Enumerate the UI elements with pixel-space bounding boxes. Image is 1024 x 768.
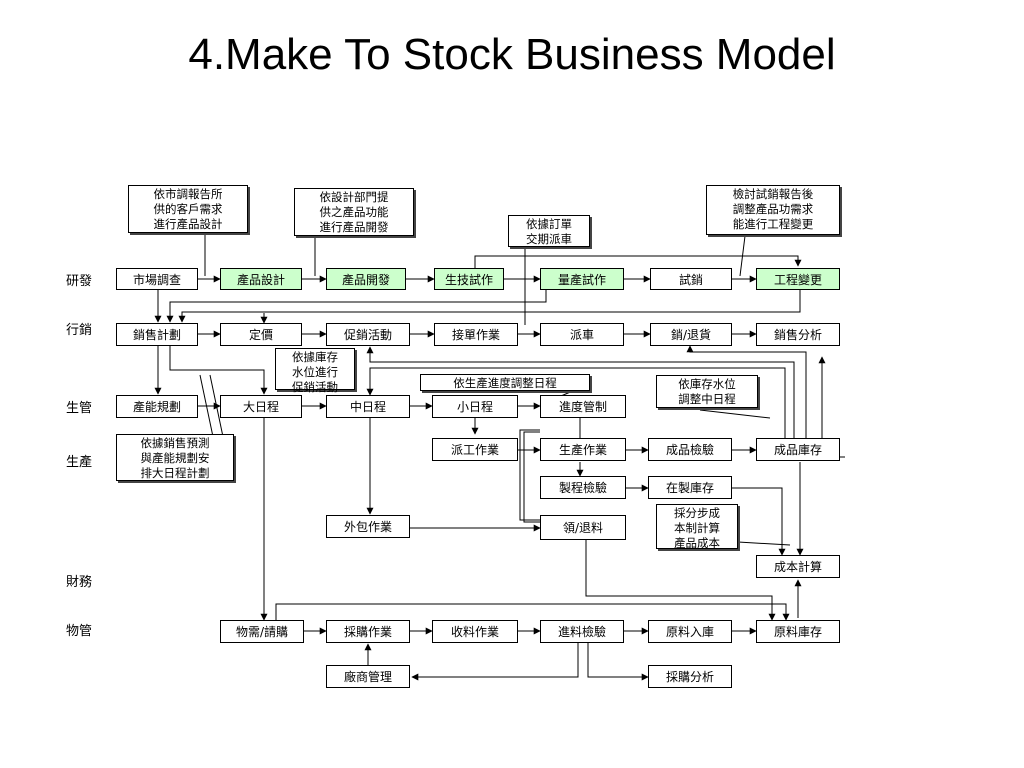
box-trial-sales: 試銷 <box>650 268 732 290</box>
box-mid-schedule: 中日程 <box>326 395 410 418</box>
box-sales-plan: 銷售計劃 <box>116 323 198 346</box>
box-order-taking: 接單作業 <box>434 323 518 346</box>
lane-materials: 物管 <box>66 624 93 639</box>
box-pricing: 定價 <box>220 323 302 346</box>
box-raw-in: 原料入庫 <box>648 620 732 643</box>
note-promotion: 依據庫存 水位進行 促銷活動 <box>275 348 355 394</box>
box-product-develop: 產品開發 <box>326 268 406 290</box>
box-eng-change: 工程變更 <box>756 268 840 290</box>
box-production: 生產作業 <box>540 438 626 461</box>
note-market-design: 依市調報告所 供的客戶需求 進行產品設計 <box>128 185 248 233</box>
box-market-survey: 市場調查 <box>116 268 198 290</box>
box-sales-analysis: 銷售分析 <box>756 323 840 346</box>
box-sales-return: 銷/退貨 <box>650 323 732 346</box>
box-process-inspect: 製程檢驗 <box>540 476 626 499</box>
note-design-develop: 依設計部門提 供之產品功能 進行產品開發 <box>294 188 414 236</box>
note-progress-schedule: 依生產進度調整日程 <box>420 374 590 391</box>
box-cost-calc: 成本計算 <box>756 555 840 578</box>
box-master-schedule: 大日程 <box>220 395 302 418</box>
box-tech-trial: 生技試作 <box>434 268 504 290</box>
lane-finance: 財務 <box>66 575 93 590</box>
box-raw-stock: 原料庫存 <box>756 620 840 643</box>
box-incoming-inspect: 進料檢驗 <box>540 620 624 643</box>
box-vendor-mgmt: 廠商管理 <box>326 665 410 688</box>
box-receiving: 收料作業 <box>432 620 518 643</box>
box-work-dispatch: 派工作業 <box>432 438 518 461</box>
lane-marketing: 行銷 <box>66 323 93 338</box>
note-cost-method: 採分步成 本制計算 產品成本 <box>656 504 738 550</box>
note-order-dispatch: 依據訂單 交期派車 <box>508 215 590 247</box>
lane-rd: 研發 <box>66 274 93 289</box>
box-finished-stock: 成品庫存 <box>756 438 840 461</box>
box-small-schedule: 小日程 <box>432 395 518 418</box>
note-master-plan: 依據銷售預測 與產能規劃安 排大日程計劃 <box>116 434 234 481</box>
lane-production: 生產 <box>66 455 93 470</box>
note-stock-schedule: 依庫存水位 調整中日程 <box>656 375 758 408</box>
box-promotion: 促銷活動 <box>326 323 410 346</box>
box-mrp: 物需/請購 <box>220 620 304 643</box>
box-mass-trial: 量產試作 <box>540 268 624 290</box>
box-finished-inspect: 成品檢驗 <box>648 438 732 461</box>
box-outsourcing: 外包作業 <box>326 515 410 538</box>
box-progress-control: 進度管制 <box>540 395 626 418</box>
lane-planning: 生管 <box>66 401 93 416</box>
box-purchase-analysis: 採購分析 <box>648 665 732 688</box>
box-capacity-plan: 產能規劃 <box>116 395 198 418</box>
page-title: 4.Make To Stock Business Model <box>188 30 836 79</box>
box-product-design: 產品設計 <box>220 268 302 290</box>
box-material-issue: 領/退料 <box>540 515 626 540</box>
box-wip-stock: 在製庫存 <box>648 476 732 499</box>
note-eng-change: 檢討試銷報告後 調整產品功需求 能進行工程變更 <box>706 185 840 235</box>
box-purchasing: 採購作業 <box>326 620 410 643</box>
box-dispatch: 派車 <box>540 323 624 346</box>
